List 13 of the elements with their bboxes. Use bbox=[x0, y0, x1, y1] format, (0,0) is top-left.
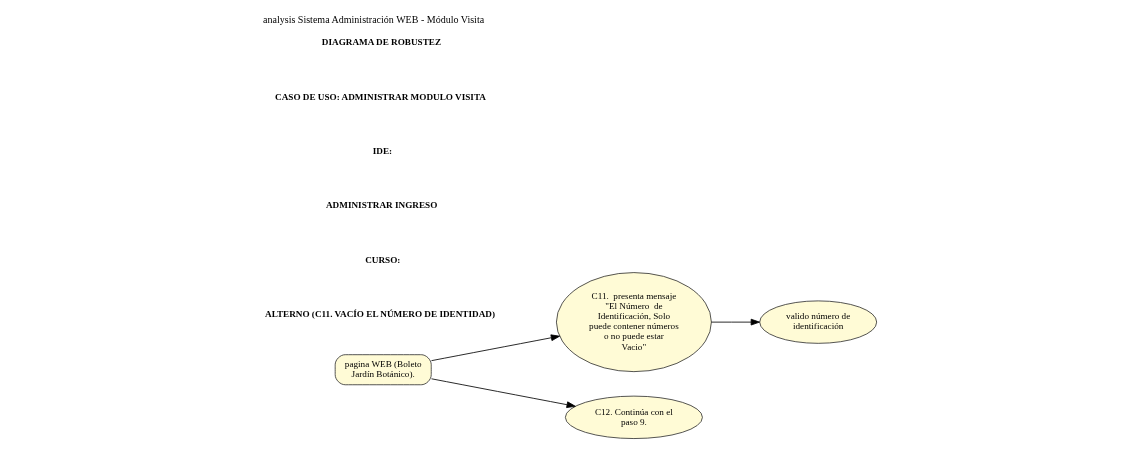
node-ellipse: valido número de identificación bbox=[758, 300, 877, 344]
label: CURSO: bbox=[364, 254, 400, 265]
arrow bbox=[430, 378, 576, 409]
label: CASO DE USO: ADMINISTRAR MODULO VISITA bbox=[274, 91, 486, 102]
label: ADMINISTRAR INGRESO bbox=[325, 200, 437, 211]
node-box: pagina WEB (Boleto Jardín Botánico). bbox=[334, 354, 432, 386]
arrow bbox=[430, 334, 560, 362]
label: DIAGRAMA DE ROBUSTEZ bbox=[321, 37, 441, 48]
diagram-title: analysis Sistema Administración WEB - Módulo Visita bbox=[262, 13, 484, 25]
label: ALTERNO (C11. VACÍO EL NÚMERO DE IDENTIDAD) bbox=[264, 308, 495, 319]
label: IDE: bbox=[372, 146, 392, 157]
node-ellipse: C11. presenta mensaje "El Número de Identificación, Solo puede contener números o no puede estar Vacio" bbox=[555, 272, 712, 373]
arrow bbox=[710, 318, 760, 326]
